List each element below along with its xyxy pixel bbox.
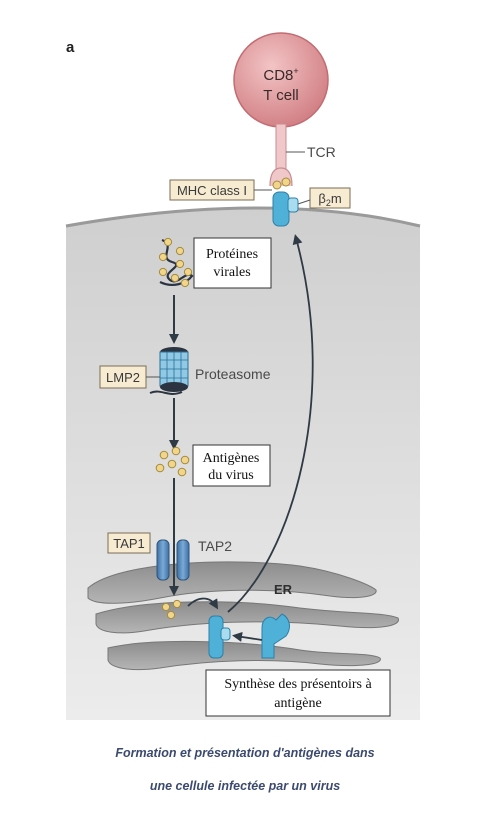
tcell-sup: + [293,66,298,76]
panel-label: a [66,39,75,56]
arrow-export-to-surface [227,234,314,613]
tap1-channel [156,539,170,581]
mhc-label: MHC class I [177,183,247,198]
note-proteines-box [193,237,272,289]
tcr-label: TCR [307,144,336,160]
note-antigenes-line1: Antigènes [203,451,260,466]
arrow-new-mhc-to-er-mhc [232,631,263,642]
note-proteines-line1: Protéines [206,247,258,262]
surface-mhc-body [272,191,290,227]
svg-text:β2m: β2m [318,191,341,208]
surface-peptide-2 [281,177,291,187]
viral-protein-beads [158,237,193,288]
note-synthese-box [205,669,391,717]
b2m-label-sub: 2 [326,198,331,208]
caption-line2: une cellule infectée par un virus [149,779,341,793]
b2m-leader [297,199,311,205]
lmp2-label: LMP2 [106,370,140,385]
tap1-label: TAP1 [113,536,145,551]
note-synthese-line1: Synthèse des présentoirs à [224,677,372,692]
tcell-line2: T cell [263,87,299,104]
svg-text:CD8+: CD8+ [263,66,298,84]
arrow-peptide-loading [187,597,219,610]
er-label: ER [274,582,293,597]
er-b2m [220,627,231,641]
proteasome-icon [149,347,189,395]
note-synthese-line2: antigène [274,696,321,711]
er-peptides [161,599,182,620]
proteasome-label: Proteasome [195,366,271,382]
tcr-stalk [275,123,287,171]
peptide-cluster [155,446,190,477]
new-mhc-body [261,613,290,659]
surface-peptide-1 [272,180,282,190]
caption-line1: Formation et présentation d'antigènes da… [115,746,375,760]
tap1-label-box [107,532,151,554]
surface-b2m [287,197,299,213]
tap2-channel [176,539,190,581]
b2m-label-box [309,187,351,209]
note-antigenes-box [192,444,271,487]
tcell-line1: CD8 [263,67,293,84]
tap2-label: TAP2 [198,538,232,554]
note-antigenes-line2: du virus [208,468,254,483]
b2m-label-b: β [318,191,325,206]
cell-membrane [65,206,421,228]
note-proteines-line2: virales [213,265,250,280]
b2m-label-m: m [331,191,342,206]
